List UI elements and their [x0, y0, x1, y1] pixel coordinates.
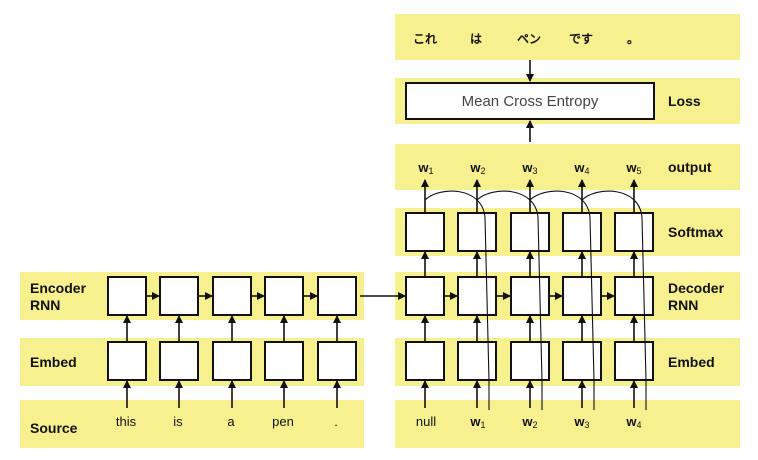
decoder-rnn-cell: [457, 276, 497, 316]
decoder-rnn-cell: [510, 276, 550, 316]
softmax-cell: [510, 212, 550, 252]
source-token: .: [334, 414, 338, 429]
decoder-input-token: w3: [562, 414, 602, 430]
label-source: Source: [30, 420, 78, 436]
output-token-sub: 3: [532, 166, 538, 176]
decoder-embed-cell: [614, 341, 654, 381]
target-token: ペン: [516, 32, 541, 46]
source-token: a: [227, 414, 235, 429]
label-decoder-rnn: Decoder RNN: [668, 280, 725, 313]
encoder-embed-cell: [264, 341, 304, 381]
label-loss: Loss: [668, 93, 701, 109]
target-token: です: [568, 32, 593, 46]
decoder-input-token: w1: [458, 414, 498, 430]
decoder-rnn-cell: [405, 276, 445, 316]
decoder-embed-cell: [562, 341, 602, 381]
feedback-curve: [424, 190, 490, 410]
output-token: w3: [510, 160, 550, 176]
decoder-input-sub: 4: [636, 420, 642, 430]
output-token-base: w: [470, 160, 481, 175]
label-output: output: [668, 159, 712, 175]
band-source: [20, 400, 364, 448]
output-token: w2: [458, 160, 498, 176]
target-token: は: [469, 32, 482, 46]
output-token-base: w: [626, 160, 637, 175]
output-token-base: w: [418, 160, 429, 175]
label-encoder-rnn: Encoder RNN: [30, 280, 87, 313]
decoder-embed-cell: [405, 341, 445, 381]
label-softmax: Softmax: [668, 224, 724, 240]
softmax-cell: [562, 212, 602, 252]
decoder-input-sub: 2: [532, 420, 538, 430]
decoder-input-token: w2: [510, 414, 550, 430]
decoder-input-sub: 1: [480, 420, 486, 430]
source-token: pen: [272, 414, 294, 429]
output-token-sub: 2: [480, 166, 486, 176]
decoder-input-base: null: [415, 414, 437, 429]
output-token: w4: [562, 160, 602, 176]
label-embed-right: Embed: [668, 354, 715, 370]
decoder-input-token: w4: [614, 414, 654, 430]
label-embed-left: Embed: [30, 354, 77, 370]
output-token-sub: 4: [584, 166, 590, 176]
encoder-embed-cell: [317, 341, 357, 381]
encoder-embed-cell: [159, 341, 199, 381]
feedback-curve: [529, 190, 595, 410]
decoder-rnn-cell: [614, 276, 654, 316]
output-token-base: w: [574, 160, 585, 175]
decoder-rnn-cell: [562, 276, 602, 316]
decoder-embed-cell: [457, 341, 497, 381]
output-token: w1: [406, 160, 446, 176]
source-token: is: [173, 414, 183, 429]
decoder-input-base: w: [470, 414, 481, 429]
target-token: 。: [626, 32, 639, 46]
decoder-input-base: w: [522, 414, 533, 429]
decoder-input-base: w: [626, 414, 637, 429]
encoder-rnn-cell: [317, 276, 357, 316]
output-token-sub: 1: [428, 166, 434, 176]
encoder-rnn-cell: [212, 276, 252, 316]
encoder-rnn-cell: [264, 276, 304, 316]
band-decoder-input: [395, 400, 740, 448]
decoder-input-sub: 3: [584, 420, 590, 430]
softmax-cell: [405, 212, 445, 252]
decoder-input-base: w: [574, 414, 585, 429]
output-token: w5: [614, 160, 654, 176]
target-token: これ: [412, 32, 437, 46]
decoder-embed-cell: [510, 341, 550, 381]
encoder-rnn-cell: [159, 276, 199, 316]
encoder-embed-cell: [212, 341, 252, 381]
mean-cross-entropy-box: Mean Cross Entropy: [405, 82, 655, 120]
softmax-cell: [614, 212, 654, 252]
output-token-base: w: [522, 160, 533, 175]
softmax-cell: [457, 212, 497, 252]
encoder-rnn-cell: [107, 276, 147, 316]
band-output: [395, 144, 740, 190]
decoder-input-token: null: [406, 414, 446, 430]
encoder-embed-cell: [107, 341, 147, 381]
feedback-curve: [581, 190, 647, 410]
feedback-curve: [476, 190, 543, 410]
source-token: this: [115, 414, 137, 429]
band-target: [395, 14, 740, 60]
output-token-sub: 5: [636, 166, 642, 176]
